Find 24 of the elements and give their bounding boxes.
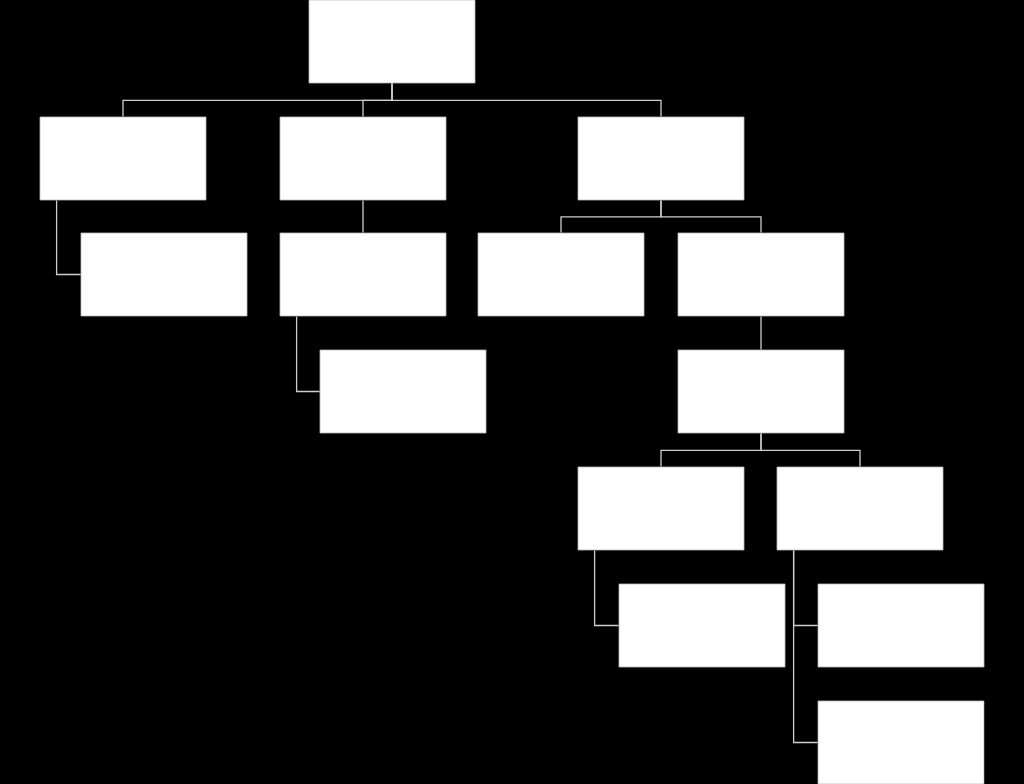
org-chart-box xyxy=(677,349,845,434)
org-chart-box xyxy=(477,232,645,317)
org-chart-box xyxy=(577,466,745,551)
org-chart-box xyxy=(279,232,447,317)
connector-line xyxy=(295,315,321,393)
connector-line xyxy=(660,199,762,234)
org-chart-box xyxy=(279,116,447,201)
org-chart-box xyxy=(618,583,786,668)
org-chart-box xyxy=(817,700,985,784)
connector-line xyxy=(391,82,662,118)
connector-line xyxy=(55,199,82,276)
connector-line xyxy=(792,549,819,744)
connector-line xyxy=(593,549,620,627)
org-chart-box xyxy=(677,232,845,317)
org-chart-box xyxy=(308,0,476,84)
connector-line xyxy=(760,315,762,351)
connector-line xyxy=(760,432,861,468)
org-chart-box xyxy=(776,466,944,551)
org-chart-box xyxy=(80,232,248,317)
connector-line xyxy=(362,199,364,234)
org-chart-box xyxy=(39,116,207,201)
org-chart-box xyxy=(577,116,745,201)
org-chart-box xyxy=(319,349,487,434)
org-chart-box xyxy=(817,583,985,668)
